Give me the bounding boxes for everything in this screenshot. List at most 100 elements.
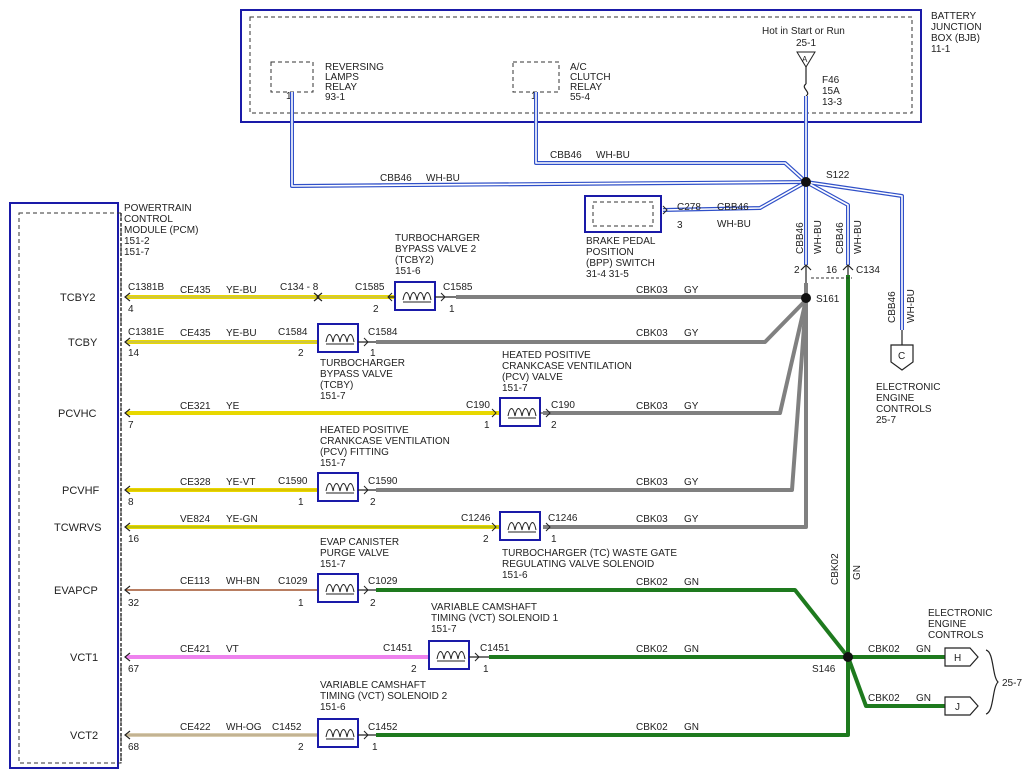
eec-c-l4: 25-7 [876, 415, 896, 426]
c134-label: C134 [856, 265, 880, 276]
fuse-input-triangle-icon [796, 51, 816, 68]
lbl-cbk02-j: CBK02 [868, 693, 900, 704]
bjb-title-3: BOX (BJB) [931, 33, 980, 44]
evap-out-pin: 2 [370, 598, 376, 609]
pcvhf-out-pin: 2 [370, 497, 376, 508]
tcby-l3: (TCBY) [320, 380, 353, 391]
rev-relay-3: RELAY [325, 82, 357, 93]
c134-pin-2: 2 [794, 265, 800, 276]
lbl-whbu-top: WH-BU [596, 150, 630, 161]
lbl-c1246-in: C1246 [461, 513, 491, 524]
lbl-ce435-b: CE435 [180, 328, 211, 339]
lbl-cbk02-h: CBK02 [868, 644, 900, 655]
lbl-gy-5: GY [684, 514, 699, 525]
eec-hj-l1: ELECTRONIC [928, 608, 992, 619]
lbl-ye: YE [226, 401, 240, 412]
lbl-c190-in: C190 [466, 400, 490, 411]
lbl-p2-wg: 2 [483, 534, 489, 545]
lbl-c1029-in: C1029 [278, 576, 308, 587]
bjb-title-4: 11-1 [931, 44, 951, 55]
vct1-l1: VARIABLE CAMSHAFT [431, 602, 537, 613]
vct2-l3: 151-6 [320, 702, 346, 713]
evap-l2: PURGE VALVE [320, 548, 389, 559]
bpp-l3: (BPP) SWITCH [586, 258, 655, 269]
pcm-title-3: MODULE (PCM) [124, 225, 198, 236]
lbl-ce113: CE113 [180, 576, 210, 587]
tcby2-out-conn: C1585 [443, 282, 473, 293]
lbl-ce321: CE321 [180, 401, 211, 412]
lbl-cbb46-bpp: CBB46 [717, 202, 749, 213]
lbl-whog: WH-OG [226, 722, 262, 733]
green-wires [376, 275, 945, 737]
pcvhf-out-conn: C1590 [368, 476, 398, 487]
bpp-switch: C278 3 BRAKE PEDAL POSITION (BPP) SWITCH… [584, 195, 701, 280]
lbl-p1-pcvhf: 1 [298, 497, 304, 508]
lbl-c1452-in: C1452 [272, 722, 302, 733]
vct1-l2: TIMING (VCT) SOLENOID 1 [431, 613, 559, 624]
pcm-title-1: POWERTRAIN [124, 203, 192, 214]
lbl-cbb46-v1: CBB46 [795, 222, 806, 254]
lbl-yevt: YE-VT [226, 477, 255, 488]
solenoid-components [317, 281, 551, 748]
lbl-ce328: CE328 [180, 477, 211, 488]
lbl-gn-h: GN [916, 644, 931, 655]
splice-s122: S122 [826, 170, 850, 181]
ac-relay-1: A/C [570, 62, 587, 73]
wire-labels-right: CBK03 GY CBK03 GY CBK03 GY CBK03 GY CBK0… [380, 150, 931, 733]
hot-label: Hot in Start or Run [762, 26, 845, 37]
lbl-ce422: CE422 [180, 722, 211, 733]
lbl-p1-evap: 1 [298, 598, 304, 609]
lbl-cbb46-v3: CBB46 [887, 291, 898, 323]
eec-c-letter: C [898, 351, 905, 362]
lbl-c1585-in: C1585 [355, 282, 385, 293]
fuse-icon [803, 83, 809, 97]
pcm-pinno-16: 16 [128, 534, 140, 545]
pcvhc-out-pin: 2 [551, 420, 557, 431]
eec-hj-l3: CONTROLS [928, 630, 984, 641]
vct2-out-conn: C1452 [368, 722, 398, 733]
pcm-pin-tcby2: TCBY2 [60, 292, 95, 304]
pcm-pinno-7: 7 [128, 420, 134, 431]
fuse-2: 15A [822, 86, 840, 97]
pcm-pinno-67: 67 [128, 664, 140, 675]
c134-connector-marks [313, 292, 323, 302]
wg-l3: 151-6 [502, 570, 528, 581]
lbl-whbu-v3: WH-BU [906, 289, 917, 323]
gray-wires [376, 283, 808, 529]
bpp-l2: POSITION [586, 247, 634, 258]
fuse-pin: A [802, 55, 808, 64]
lbl-cbk03-4: CBK03 [636, 477, 668, 488]
lbl-cbk03-5: CBK03 [636, 514, 668, 525]
lbl-c1590-in: C1590 [278, 476, 308, 487]
lbl-vt: VT [226, 644, 239, 655]
evap-l3: 151-7 [320, 559, 346, 570]
tcby2-solenoid [387, 281, 456, 311]
lbl-p2-vct1: 2 [411, 664, 417, 675]
eec-hj-l2: ENGINE [928, 619, 967, 630]
pcm-side-wires [126, 295, 500, 737]
lbl-whbu-v2: WH-BU [853, 220, 864, 254]
lbl-cbk02-2: CBK02 [636, 644, 668, 655]
lbl-yebu-b: YE-BU [226, 328, 257, 339]
pcvhf-l1: HEATED POSITIVE [320, 425, 409, 436]
pcvhf-l3: (PCV) FITTING [320, 447, 389, 458]
lbl-gy-4: GY [684, 477, 699, 488]
wg-l2: REGULATING VALVE SOLENOID [502, 559, 654, 570]
splice-s146: S146 [812, 664, 836, 675]
pcm-pin-pcvhf: PCVHF [62, 485, 100, 497]
vct2-l1: VARIABLE CAMSHAFT [320, 680, 426, 691]
tcby-out-conn: C1584 [368, 327, 398, 338]
lbl-gn-3: GN [684, 722, 699, 733]
tcby-l2: BYPASS VALVE [320, 369, 393, 380]
pcm-pin-arrows [124, 292, 131, 740]
lbl-yebu-a: YE-BU [226, 285, 257, 296]
lbl-cbk02-3: CBK02 [636, 722, 668, 733]
pcm-pinno-32: 32 [128, 598, 140, 609]
evap-out-conn: C1029 [368, 576, 398, 587]
wg-out-conn: C1246 [548, 513, 578, 524]
pcm-pin-tcby: TCBY [68, 337, 98, 349]
hot-ref: 25-1 [796, 38, 816, 49]
lbl-c134-8: C134 - 8 [280, 282, 319, 293]
tcby-out-pin: 1 [370, 348, 376, 359]
